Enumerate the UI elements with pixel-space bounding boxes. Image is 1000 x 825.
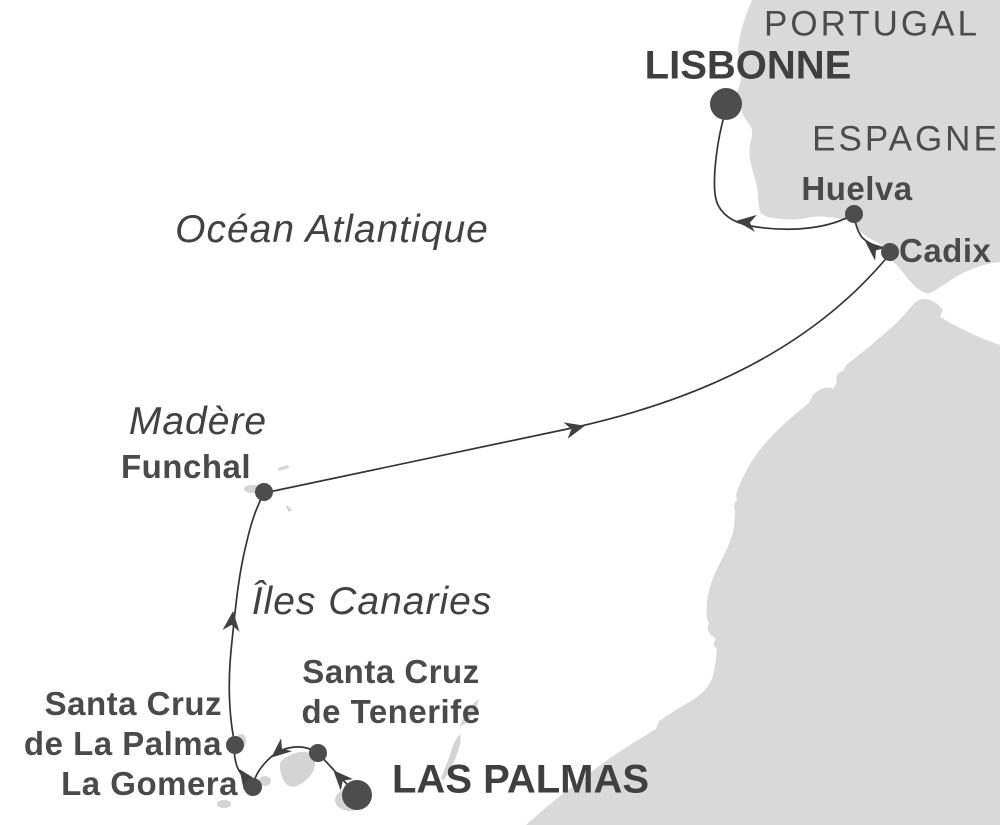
port-label-cadix: Cadix [899,231,992,269]
country-label-portugal: PORTUGAL [764,4,980,44]
port-dot-santa-cruz-de-la-palma [226,736,244,754]
route-leg-santa-cruz-de-tenerife-to-la-gomera [252,746,319,788]
port-dot-santa-cruz-de-tenerife [309,744,327,762]
route-leg-huelva-to-lisbonne [713,109,855,231]
route-direction-arrow-icon [222,611,240,632]
port-label-huelva: Huelva [801,169,913,207]
port-dot-huelva [845,205,863,223]
landmass-iberia [735,0,1000,294]
port-label-la-gomera: La Gomera [61,764,238,802]
route-direction-arrow-icon [736,214,757,232]
port-label-las-palmas: LAS PALMAS [392,757,650,802]
island-tenerife [279,751,316,787]
port-dot-las-palmas [342,780,372,810]
island-porto-santo [278,465,289,471]
route-direction-arrow-icon [865,241,887,261]
port-label-funchal: Funchal [120,447,252,485]
route-direction-arrow-icon [563,422,585,439]
island-la-gomera [259,776,271,786]
country-label-espagne: ESPAGNE [812,119,1000,159]
region-label-iles-canaries: Îles Canaries [251,580,493,624]
island-lanzarote [459,699,479,727]
port-dot-lisbonne [710,88,742,120]
island-el-hierro [217,800,231,808]
port-label-lisbonne: LISBONNE [644,43,852,88]
region-label-madere: Madère [128,400,268,444]
route-leg-santa-cruz-de-la-palma-to-funchal [228,492,265,746]
port-markers [226,88,899,810]
port-dot-cadix [881,243,899,261]
port-dot-la-gomera [244,778,262,796]
water-label-ocean-atlantique: Océan Atlantique [175,208,489,252]
landmass-africa [526,299,1000,825]
island-fuerteventura [441,734,461,780]
port-dot-funchal [255,483,273,501]
route-direction-arrow-icon [333,770,354,791]
route-direction-arrow-icon [271,738,293,758]
island-desertas [286,505,292,512]
